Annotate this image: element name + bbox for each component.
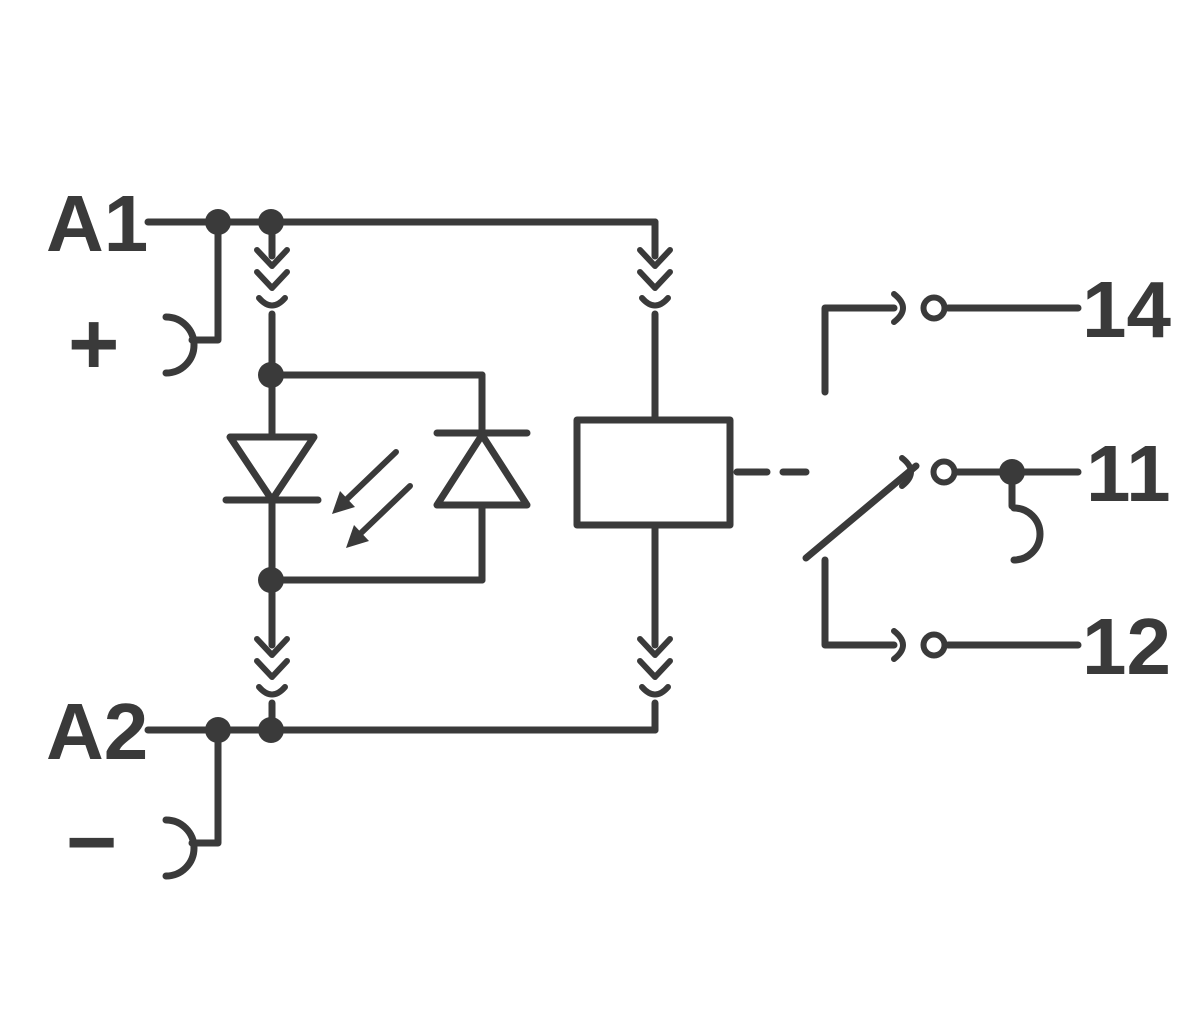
contact-no-wire [821, 304, 898, 396]
plug-arrow-icon [254, 247, 290, 269]
contact-terminal-labels: 14 11 12 [1082, 265, 1171, 691]
terminal-12-label: 12 [1082, 602, 1171, 691]
changeover-contact [802, 291, 1082, 662]
plug-arrow-icon [637, 658, 673, 680]
minus-clamp: − [66, 726, 222, 891]
minus-clamp-wire [188, 726, 222, 847]
light-arrow-head [346, 525, 369, 548]
light-arrow [358, 483, 413, 536]
contact-plug-icon [891, 291, 906, 325]
terminal-a2-label: A2 [46, 687, 148, 776]
cage-clamp-icon [1010, 504, 1044, 564]
light-arrow-head [332, 491, 355, 514]
socket-cup-icon [256, 295, 288, 309]
contact-point-icon [920, 631, 948, 659]
contact-plug-icon [899, 455, 914, 489]
plug-arrow-icon [637, 247, 673, 269]
plus-clamp-wire [188, 218, 222, 344]
light-arrow [344, 449, 399, 502]
led-branch [222, 218, 413, 734]
contact-point-icon [930, 458, 958, 486]
terminal-11-label: 11 [1086, 429, 1171, 518]
relay-coil-icon [573, 416, 734, 529]
cage-clamp-icon [162, 816, 198, 880]
terminal-a2: A2 [46, 687, 659, 776]
cage-clamp-icon [162, 313, 198, 377]
terminal-a1: A1 [46, 179, 659, 268]
contact-nc-wire [821, 556, 898, 649]
plug-arrow-icon [254, 636, 290, 658]
diode-triangle-icon [433, 431, 531, 509]
terminal-a1-label: A1 [46, 179, 148, 268]
led-triangle-icon [226, 433, 318, 504]
contact-plug-icon [891, 628, 906, 662]
plug-arrow-icon [254, 658, 290, 680]
plug-arrow-icon [637, 269, 673, 291]
socket-cup-icon [639, 684, 671, 698]
plus-clamp: + [68, 218, 222, 393]
contact-arm [802, 462, 920, 562]
plus-sign-label: + [68, 294, 119, 393]
terminal-14-label: 14 [1082, 265, 1171, 354]
protection-diode-branch [268, 371, 531, 584]
plug-arrow-icon [637, 636, 673, 658]
socket-cup-icon [256, 684, 288, 698]
plug-arrow-icon [254, 269, 290, 291]
minus-sign-label: − [66, 792, 117, 891]
socket-cup-icon [639, 295, 671, 309]
contact-point-icon [920, 294, 948, 322]
led-light-arrows-icon [332, 449, 413, 548]
relay-coil-branch [573, 218, 734, 734]
